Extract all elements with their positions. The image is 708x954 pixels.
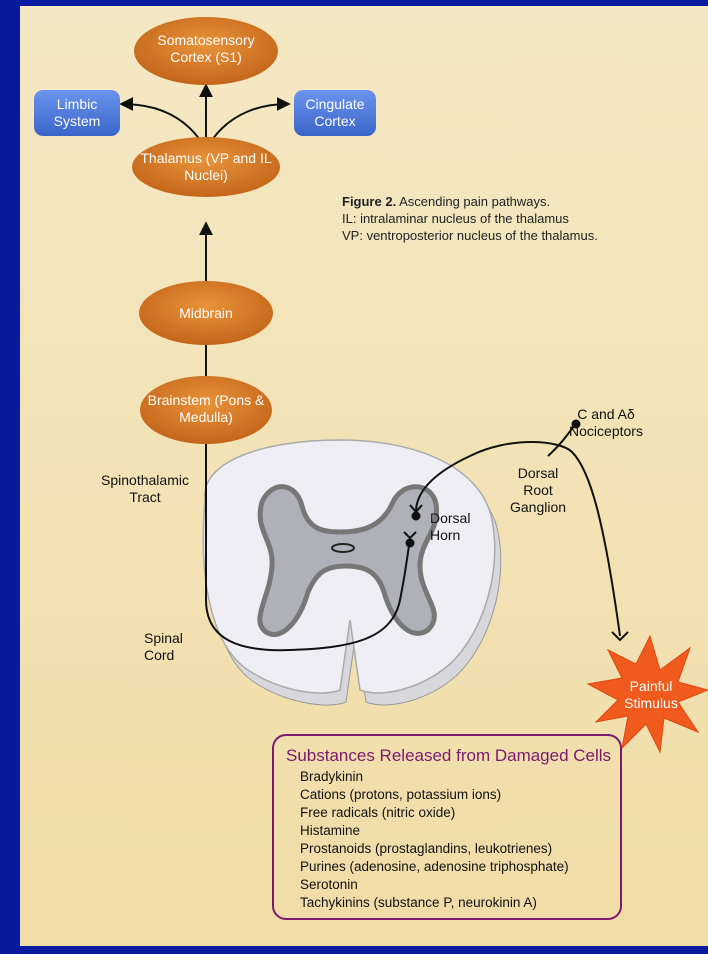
substance-item: Serotonin bbox=[300, 876, 569, 894]
limbic-label: Limbic System bbox=[38, 96, 116, 130]
synapse-dot-1 bbox=[413, 513, 420, 520]
painful-stimulus-label: Painful Stimulus bbox=[618, 678, 684, 712]
substance-item: Free radicals (nitric oxide) bbox=[300, 804, 569, 822]
midbrain-label: Midbrain bbox=[140, 305, 272, 322]
substance-item: Tachykinins (substance P, neurokinin A) bbox=[300, 894, 569, 912]
nociceptors-label: C and Aδ Nociceptors bbox=[556, 406, 656, 440]
spinal-cord-label: Spinal Cord bbox=[144, 630, 198, 664]
substances-title: Substances Released from Damaged Cells bbox=[286, 746, 611, 766]
caption-figure-label: Figure 2. bbox=[342, 194, 396, 209]
caption-vp: VP: ventroposterior nucleus of the thala… bbox=[342, 228, 682, 245]
substances-box: Substances Released from Damaged Cells B… bbox=[272, 734, 622, 920]
substance-item: Histamine bbox=[300, 822, 569, 840]
spinothalamic-label: Spinothalamic Tract bbox=[90, 472, 200, 506]
substance-item: Prostanoids (prostaglandins, leukotriene… bbox=[300, 840, 569, 858]
thalamus-label: Thalamus (VP and IL Nuclei) bbox=[134, 150, 278, 184]
cingulate-label: Cingulate Cortex bbox=[296, 96, 374, 130]
substance-item: Bradykinin bbox=[300, 768, 569, 786]
substance-item: Purines (adenosine, adenosine triphospha… bbox=[300, 858, 569, 876]
caption-title: Ascending pain pathways. bbox=[399, 194, 550, 209]
drg-label: Dorsal Root Ganglion bbox=[510, 465, 566, 515]
thalamus-cingulate-arrow bbox=[212, 104, 288, 140]
caption-il: IL: intralaminar nucleus of the thalamus bbox=[342, 211, 682, 228]
somatosensory-label: Somatosensory Cortex (S1) bbox=[142, 32, 270, 66]
spinal-cord bbox=[203, 440, 500, 705]
synapse-dot-2 bbox=[407, 540, 414, 547]
substance-item: Cations (protons, potassium ions) bbox=[300, 786, 569, 804]
brainstem-label: Brainstem (Pons & Medulla) bbox=[140, 392, 272, 426]
substances-list: Bradykinin Cations (protons, potassium i… bbox=[300, 768, 569, 912]
figure-caption: Figure 2. Ascending pain pathways. IL: i… bbox=[342, 194, 682, 245]
dorsal-horn-label: Dorsal Horn bbox=[430, 510, 490, 544]
thalamus-limbic-arrow bbox=[122, 104, 200, 140]
